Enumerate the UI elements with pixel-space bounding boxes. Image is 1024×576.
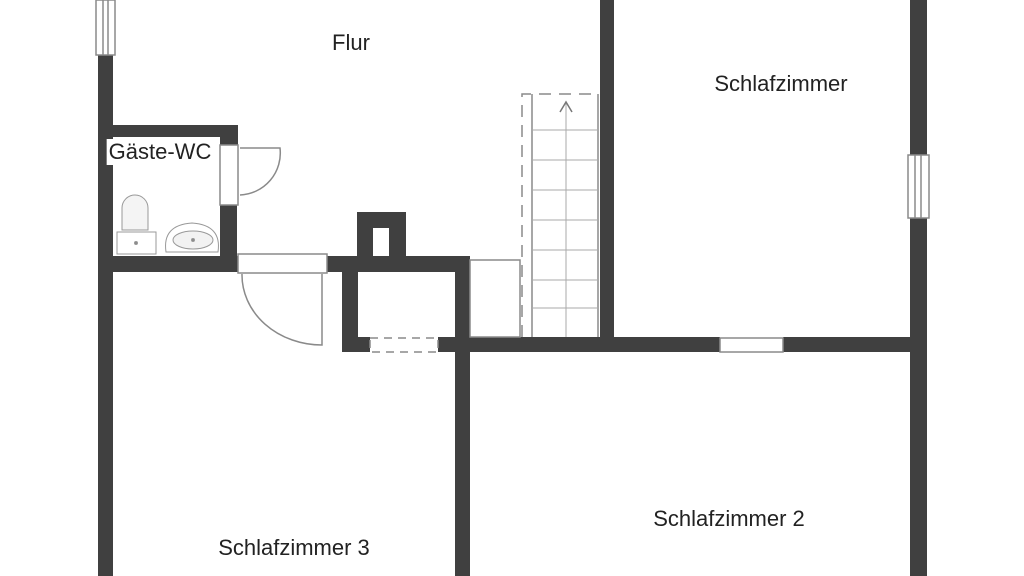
wc-bottom-wall [98,256,238,272]
room-label-gaeste-wc: Gäste-WC [106,139,214,165]
room-label-schlafzimmer: Schlafzimmer [714,71,848,96]
wc-right-wall-top [220,125,238,145]
stair-arrow-icon [559,100,573,113]
walls [98,0,927,576]
middle-wall-right [783,337,920,352]
wc-top-wall [98,125,238,137]
bedroom-left-wall [600,0,614,345]
toilet-icon [116,194,157,255]
middle-wall [438,337,720,352]
bedroom2-door [719,337,784,353]
stairs-outline [521,93,598,337]
stair-steps [532,102,598,337]
right-outer-wall-top [910,0,927,155]
wc-door-frame [219,144,239,206]
room-label-flur: Flur [332,30,370,55]
closet-bottom-wall [342,337,370,352]
room-label-schlafzimmer-3: Schlafzimmer 3 [218,535,370,560]
closet-left-wall [342,256,358,352]
window-right [907,154,930,219]
wc-door-swing [239,147,282,196]
closet-door [369,337,439,353]
room-label-schlafzimmer-2: Schlafzimmer 2 [653,506,805,531]
left-outer-wall [98,55,113,576]
bedroom-divider-wall [455,256,470,576]
window-top-left [95,0,116,56]
bedroom3-door-swing [241,273,323,346]
wc-right-wall [220,205,237,272]
bedroom3-door-frame [237,253,328,274]
storage-box [469,259,521,338]
chimney-flue [373,228,389,256]
sink-icon [165,222,219,253]
right-outer-wall-bottom [910,218,927,576]
